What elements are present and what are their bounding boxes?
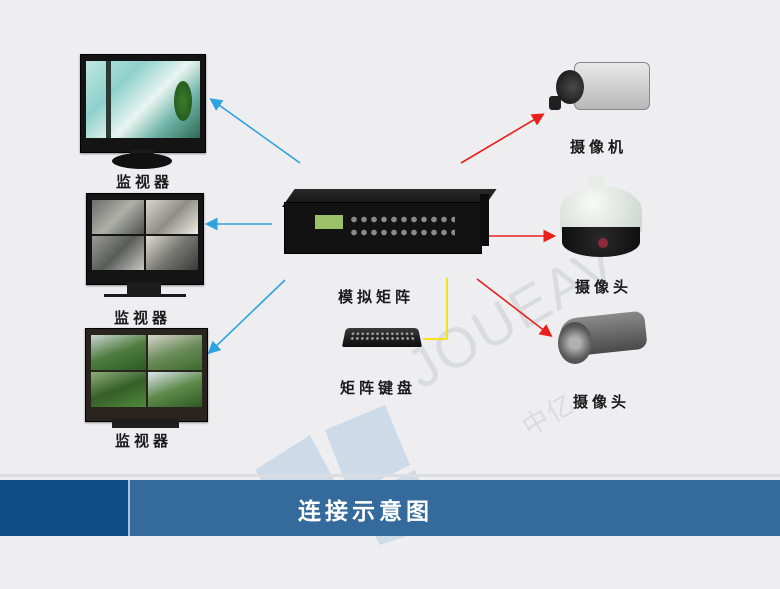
title-banner: 连接示意图 [0, 480, 780, 536]
camera-to-matrix-arrows [460, 113, 557, 337]
banner-top-line [0, 474, 780, 477]
keyboard-to-matrix-line [423, 278, 448, 340]
monitor-2-label: 监视器 [114, 309, 172, 327]
monitor-1-screen [86, 61, 200, 138]
bullet-camera-label: 摄像头 [573, 393, 631, 411]
banner-divider [128, 480, 130, 536]
banner-left-block [0, 480, 128, 536]
monitor-3-screen [91, 335, 202, 407]
matrix-lcd-display [315, 215, 343, 229]
matrix-label: 模拟矩阵 [338, 288, 415, 306]
monitor-1-label: 监视器 [116, 173, 174, 191]
camcorder-label: 摄像机 [570, 138, 628, 156]
matrix-to-monitor-arrows [204, 98, 301, 355]
matrix-button-grid [349, 213, 455, 241]
monitor-3-label: 监视器 [115, 432, 173, 450]
keyboard-label: 矩阵键盘 [340, 379, 417, 397]
monitor-2-screen [92, 200, 198, 270]
diagram-title: 连接示意图 [298, 499, 433, 525]
dome-camera-label: 摄像头 [575, 278, 633, 296]
connection-arrows [204, 98, 557, 355]
